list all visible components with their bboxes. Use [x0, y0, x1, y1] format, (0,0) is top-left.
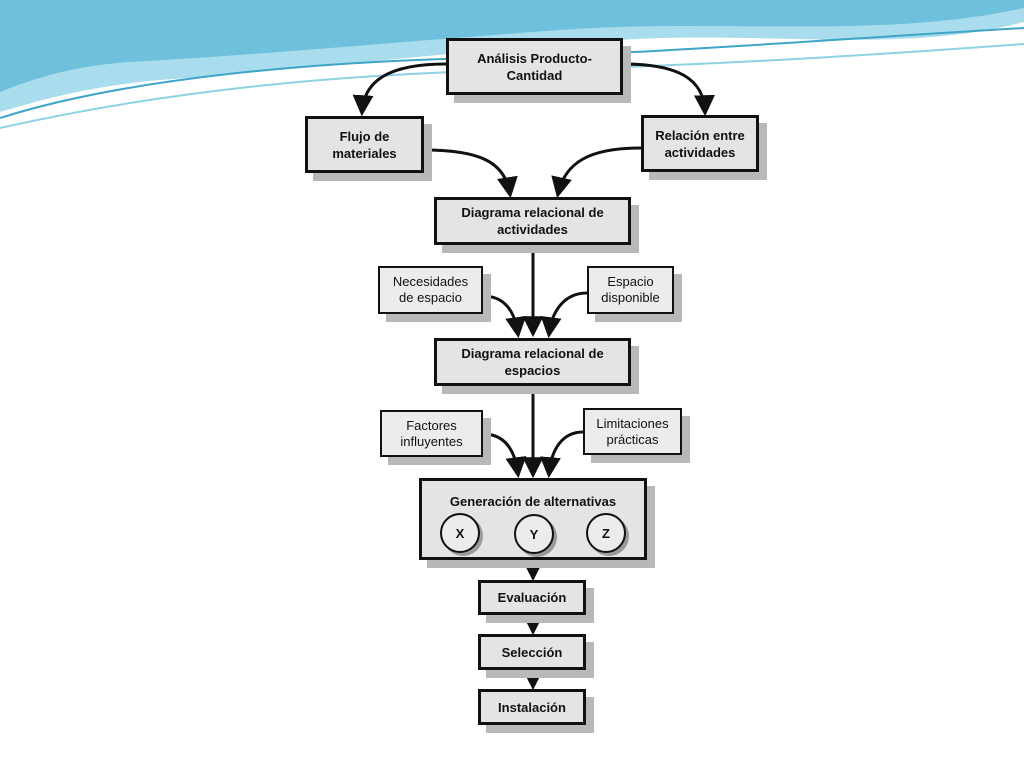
- arrow-espacio-to-espacios: [540, 291, 588, 339]
- box-diagrama-relacional-actividades: Diagrama relacional de actividades: [434, 197, 631, 245]
- box-generacion-de-alternativas: Generación de alternativas X Y Z: [419, 478, 647, 560]
- arrow-limitaciones-to-generacion: [539, 430, 584, 479]
- alternative-x: X: [440, 513, 480, 553]
- box-necesidades-de-espacio: Necesidades de espacio: [378, 266, 483, 314]
- box-espacio-disponible: Espacio disponible: [587, 266, 674, 314]
- alternative-z: Z: [586, 513, 626, 553]
- box-diagrama-relacional-espacios: Diagrama relacional de espacios: [434, 338, 631, 386]
- generacion-title: Generación de alternativas: [449, 494, 617, 509]
- arrow-analisis-to-flujo: [352, 62, 447, 117]
- box-factores-influyentes: Factores influyentes: [380, 410, 483, 457]
- box-flujo-de-materiales: Flujo de materiales: [305, 116, 424, 173]
- alternative-y: Y: [514, 514, 554, 554]
- arrow-flujo-to-diagrama-actividades: [423, 148, 518, 199]
- arrow-necesidades-to-espacios: [482, 294, 527, 339]
- box-relacion-entre-actividades: Relación entre actividades: [641, 115, 759, 172]
- box-limitaciones-practicas: Limitaciones prácticas: [583, 408, 682, 455]
- arrow-relacion-to-diagrama-actividades: [551, 146, 642, 199]
- box-evaluacion: Evaluación: [478, 580, 586, 615]
- arrow-factores-to-generacion: [482, 432, 527, 479]
- box-seleccion: Selección: [478, 634, 586, 670]
- arrow-analisis-to-relacion: [622, 62, 715, 117]
- box-analisis-producto-cantidad: Análisis Producto- Cantidad: [446, 38, 623, 95]
- box-instalacion: Instalación: [478, 689, 586, 725]
